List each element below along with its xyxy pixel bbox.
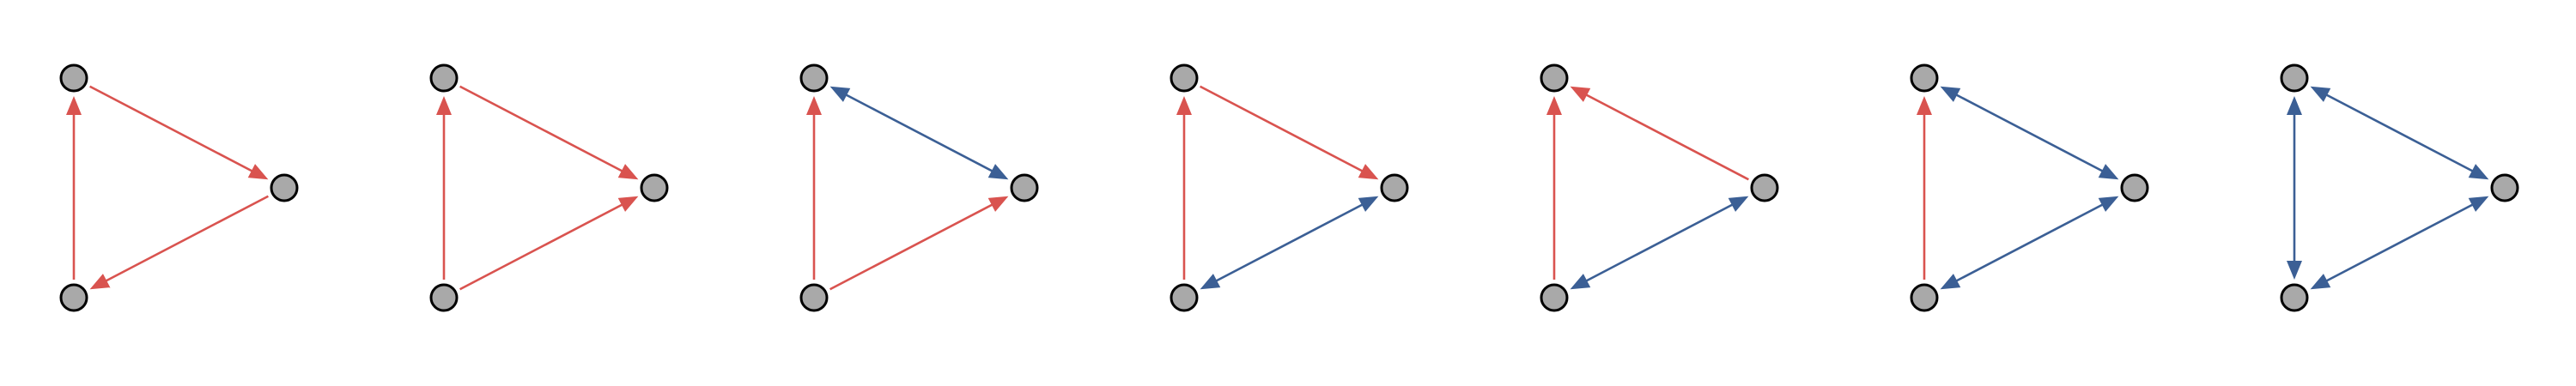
node-top xyxy=(799,63,829,93)
arrowhead-icon xyxy=(89,274,111,290)
arrowhead-icon xyxy=(247,164,269,180)
node-bottom xyxy=(1910,283,1939,312)
arrowhead-icon xyxy=(1940,274,1961,290)
arrowhead-icon xyxy=(1570,86,1591,102)
node-top xyxy=(2280,63,2309,93)
arrowhead-icon xyxy=(1200,274,1221,290)
edge-top-right xyxy=(1940,86,2119,180)
edge-bottom-top xyxy=(1176,96,1192,280)
node-top xyxy=(1540,63,1569,93)
edge-bottom-right xyxy=(829,196,1009,291)
edge-line xyxy=(829,202,994,291)
edge-right-top xyxy=(1570,86,1749,181)
arrowhead-icon xyxy=(987,196,1009,212)
arrowhead-icon xyxy=(2468,196,2489,212)
node-bottom xyxy=(799,283,829,312)
node-top xyxy=(429,63,459,93)
arrowhead-icon xyxy=(1728,196,1749,212)
arrowhead-icon xyxy=(987,164,1009,180)
edge-line xyxy=(2324,202,2475,283)
arrowhead-icon xyxy=(1546,96,1562,115)
edge-line xyxy=(1954,202,2105,283)
edge-bottom-right xyxy=(1200,196,1379,290)
edge-line xyxy=(459,202,624,291)
edge-top-right xyxy=(829,86,1009,180)
node-top xyxy=(59,63,88,93)
node-right xyxy=(2120,173,2149,202)
arrowhead-icon xyxy=(2310,86,2331,102)
graph-panel-2 xyxy=(429,63,669,312)
graphs-layer xyxy=(59,63,2519,312)
edge-bottom-top xyxy=(1546,96,1562,280)
arrowhead-icon xyxy=(436,96,452,115)
edge-top-right xyxy=(2310,86,2489,180)
node-top xyxy=(1170,63,1199,93)
edge-line xyxy=(1584,93,1749,181)
node-bottom xyxy=(1540,283,1569,312)
edge-bottom-top xyxy=(1917,96,1932,280)
graph-panel-4 xyxy=(1170,63,1409,312)
arrowhead-icon xyxy=(1917,96,1932,115)
edge-bottom-top xyxy=(2287,96,2302,280)
edge-line xyxy=(1954,93,2105,173)
graph-panel-6 xyxy=(1910,63,2149,312)
arrowhead-icon xyxy=(1176,96,1192,115)
edge-line xyxy=(2324,93,2475,173)
arrowhead-icon xyxy=(2287,96,2302,115)
arrowhead-icon xyxy=(2287,261,2302,280)
arrowhead-icon xyxy=(2468,164,2489,180)
node-bottom xyxy=(1170,283,1199,312)
node-bottom xyxy=(59,283,88,312)
edge-line xyxy=(1200,85,1364,173)
graph-panel-7 xyxy=(2280,63,2519,312)
node-right xyxy=(640,173,669,202)
edge-top-right xyxy=(89,85,269,180)
edge-top-right xyxy=(459,85,639,180)
edge-line xyxy=(459,85,624,173)
edge-bottom-top xyxy=(806,96,822,280)
edge-bottom-right xyxy=(1940,196,2119,290)
arrowhead-icon xyxy=(1358,196,1379,212)
edge-top-right xyxy=(1200,85,1379,180)
arrowhead-icon xyxy=(617,164,639,180)
node-bottom xyxy=(429,283,459,312)
arrowhead-icon xyxy=(617,196,639,212)
node-right xyxy=(1010,173,1039,202)
arrowhead-icon xyxy=(1570,274,1591,290)
edge-bottom-top xyxy=(436,96,452,280)
node-top xyxy=(1910,63,1939,93)
arrowhead-icon xyxy=(829,86,851,102)
edge-bottom-right xyxy=(1570,196,1749,290)
edge-line xyxy=(89,85,254,173)
arrowhead-icon xyxy=(66,96,82,115)
node-right xyxy=(1380,173,1409,202)
node-right xyxy=(1750,173,1779,202)
arrowhead-icon xyxy=(1940,86,1961,102)
node-right xyxy=(2490,173,2519,202)
arrowhead-icon xyxy=(806,96,822,115)
arrowhead-icon xyxy=(2098,196,2119,212)
edge-line xyxy=(104,195,269,283)
node-bottom xyxy=(2280,283,2309,312)
graph-panel-5 xyxy=(1540,63,1779,312)
edge-bottom-top xyxy=(66,96,82,280)
edge-right-bottom xyxy=(89,195,269,290)
arrowhead-icon xyxy=(1358,164,1379,180)
edge-bottom-right xyxy=(459,196,639,291)
arrowhead-icon xyxy=(2098,164,2119,180)
edge-line xyxy=(844,93,994,173)
graph-panel-3 xyxy=(799,63,1039,312)
edge-line xyxy=(1584,202,1735,283)
arrowhead-icon xyxy=(2310,274,2331,290)
graph-panel-1 xyxy=(59,63,299,312)
edge-bottom-right xyxy=(2310,196,2489,290)
node-right xyxy=(270,173,299,202)
edge-line xyxy=(1214,202,1364,283)
